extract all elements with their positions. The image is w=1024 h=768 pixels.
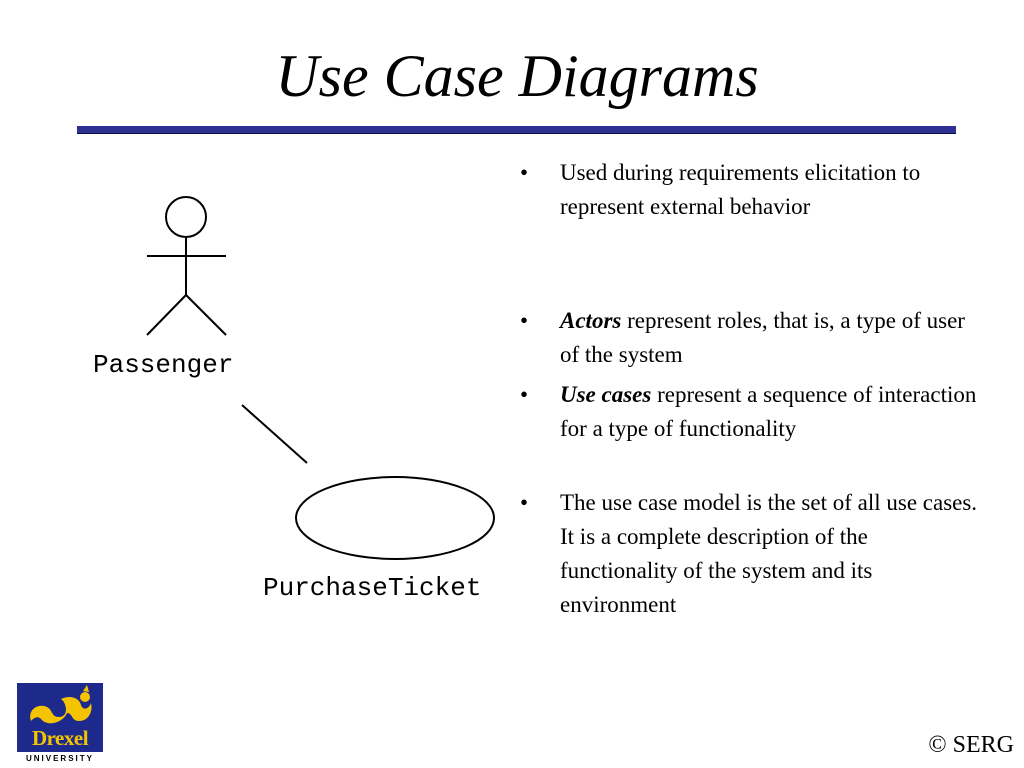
bullet-emphasis: Actors <box>560 308 622 333</box>
association-line <box>241 404 308 464</box>
use-case-label: PurchaseTicket <box>263 573 482 603</box>
bullet-dot-icon: • <box>520 490 529 515</box>
ellipse-use-case-icon <box>295 476 495 560</box>
drexel-logo: Drexel UNIVERSITY <box>17 683 103 765</box>
title-divider <box>77 126 956 134</box>
bullet-item: • Use cases represent a sequence of inter… <box>520 378 980 446</box>
bullet-text: represent roles, that is, a type of user… <box>560 308 965 367</box>
actor-left-leg <box>146 294 187 336</box>
actor-label: Passenger <box>93 350 234 380</box>
drexel-dragon-logo-icon <box>30 685 92 724</box>
stick-figure-actor-icon <box>146 196 227 336</box>
bullet-item: • Actors represent roles, that is, a type… <box>520 304 980 372</box>
bullet-text: Used during requirements elicitation to … <box>560 160 921 219</box>
logo-wordmark: Drexel <box>31 726 89 750</box>
copyright-notice: © SERG <box>928 732 1014 758</box>
bullet-dot-icon: • <box>520 160 529 185</box>
bullet-text: The use case model is the set of all use… <box>560 490 978 617</box>
bullet-item: • Used during requirements elicitation to… <box>520 156 980 224</box>
slide-title: Use Case Diagrams <box>275 43 759 109</box>
bullet-dot-icon: • <box>520 382 529 407</box>
actor-head <box>165 196 207 238</box>
bullet-dot-icon: • <box>520 308 529 333</box>
bullet-item: • The use case model is the set of all us… <box>520 486 980 622</box>
logo-subtitle: UNIVERSITY <box>17 752 103 765</box>
bullet-text: represent a sequence of interaction for … <box>560 382 977 441</box>
bullet-emphasis: Use cases <box>560 382 652 407</box>
actor-right-leg <box>185 294 227 336</box>
